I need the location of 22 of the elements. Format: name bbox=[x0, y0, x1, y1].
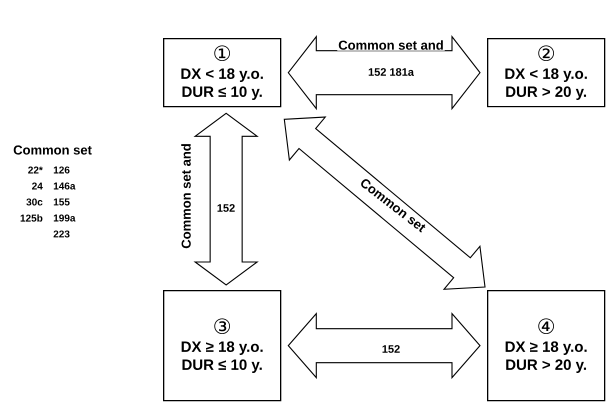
arrow-label: Common set and bbox=[337, 39, 445, 51]
set-member: 24 bbox=[32, 182, 43, 190]
edge-label: 152 bbox=[216, 203, 236, 213]
edge-label: 152 181a bbox=[367, 67, 415, 77]
set-member: 223 bbox=[54, 230, 70, 238]
condition-box: ④ DX ≥ 18 y.o. DUR > 20 y. bbox=[487, 290, 606, 402]
double-arrow bbox=[194, 112, 259, 286]
set-member: 126 bbox=[54, 166, 70, 174]
condition-box: ③ DX ≥ 18 y.o. DUR ≤ 10 y. bbox=[163, 290, 282, 402]
set-heading: Common set bbox=[14, 145, 92, 155]
double-arrow bbox=[288, 312, 481, 380]
condition-box: ② DX < 18 y.o. DUR > 20 y. bbox=[487, 38, 606, 108]
set-member: 155 bbox=[54, 198, 70, 206]
double-arrow bbox=[284, 116, 486, 290]
edge-label: 152 bbox=[380, 344, 402, 354]
condition-box: ① DX < 18 y.o. DUR ≤ 10 y. bbox=[163, 38, 282, 108]
set-member: 125b bbox=[20, 214, 42, 222]
set-member: 146a bbox=[54, 182, 76, 190]
arrow-label: Common set and bbox=[180, 142, 192, 250]
set-member: 30c bbox=[26, 198, 43, 206]
set-member: 199a bbox=[54, 214, 76, 222]
set-member: 22* bbox=[28, 166, 43, 174]
